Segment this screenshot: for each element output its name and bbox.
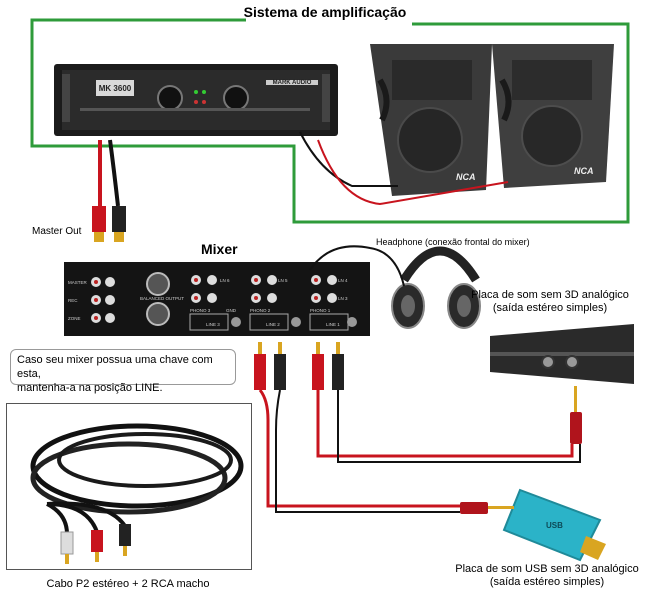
mixer-title: Mixer xyxy=(201,241,238,257)
cable-label: Cabo P2 estéreo + 2 RCA macho xyxy=(46,578,210,590)
cable-red-left xyxy=(258,389,460,508)
speaker-cable-red xyxy=(317,139,509,206)
cable-black-left xyxy=(275,389,460,513)
mixer-label: LINE 3 xyxy=(206,322,220,327)
amplifier xyxy=(54,64,338,136)
mixer-label: LINE 1 xyxy=(326,322,340,327)
p2-plug-bottom xyxy=(460,502,514,514)
amp-brand-text: MARK AUDIO xyxy=(273,80,312,86)
mixer-panel xyxy=(64,262,370,336)
mixer-label: LN 5 xyxy=(278,278,288,283)
line-switch-note: Caso seu mixer possua uma chave com esta… xyxy=(10,349,236,394)
soundcard-3d-label-line1: Placa de som sem 3D analógico xyxy=(471,289,629,301)
speaker-right xyxy=(492,44,614,188)
headphone-cable xyxy=(309,245,405,287)
cable-illustration xyxy=(30,423,244,564)
master-out-cable-black xyxy=(108,139,120,207)
mixer-label: PHONO 3 xyxy=(190,308,211,313)
svg-text:USB: USB xyxy=(546,521,563,530)
mixer-label-group: MASTER REC ZONE BALANCED OUTPUT PHONO 3 LINE … xyxy=(68,278,348,327)
cable-illustration-box xyxy=(6,403,252,570)
master-out-label: Master Out xyxy=(32,226,82,237)
mixer-label: GND xyxy=(226,308,237,313)
headphone xyxy=(391,246,481,329)
cable-black-right xyxy=(337,390,581,463)
speaker-left xyxy=(370,44,492,196)
mixer-label: LN 6 xyxy=(220,278,230,283)
mixer-label: MASTER xyxy=(68,280,88,285)
speaker-cable-black xyxy=(299,131,398,187)
amp-model-text: MK 3600 xyxy=(99,84,132,93)
speaker-left-brand: NCA xyxy=(456,172,476,182)
cable-red-right xyxy=(316,390,574,458)
soundcard-usb-label-line1: Placa de som USB sem 3D analógico xyxy=(455,563,639,575)
note-line-1: Caso seu mixer possua uma chave com esta… xyxy=(17,354,213,380)
speaker-right-brand: NCA xyxy=(574,166,594,176)
master-out-plugs xyxy=(92,206,126,242)
soundcard-usb-label-line2: (saída estéreo simples) xyxy=(489,576,605,588)
mixer-label: ZONE xyxy=(68,316,81,321)
p2-plug-top xyxy=(570,386,582,444)
usb-soundcard: USB xyxy=(502,488,606,562)
soundcard-3d-label-line2: (saída estéreo simples) xyxy=(492,302,608,314)
mixer-label: LN 4 xyxy=(338,278,348,283)
note-line-2: mantenha-a na posição LINE. xyxy=(17,382,163,394)
mixer-label: LN 3 xyxy=(338,296,348,301)
mixer-label: PHONO 2 xyxy=(250,308,271,313)
mixer-label: LINE 2 xyxy=(266,322,280,327)
rca-plugs-left xyxy=(254,342,286,390)
mixer-label: BALANCED OUTPUT xyxy=(140,296,184,301)
system-border xyxy=(30,18,630,224)
rca-plugs-right xyxy=(312,342,344,390)
headphone-label: Headphone (conexão frontal do mixer) xyxy=(376,237,530,247)
page-title: Sistema de amplificação xyxy=(243,4,407,20)
mixer-label: REC xyxy=(68,298,78,303)
mixer-label: PHONO 1 xyxy=(310,308,331,313)
soundcard-3d xyxy=(490,324,634,384)
